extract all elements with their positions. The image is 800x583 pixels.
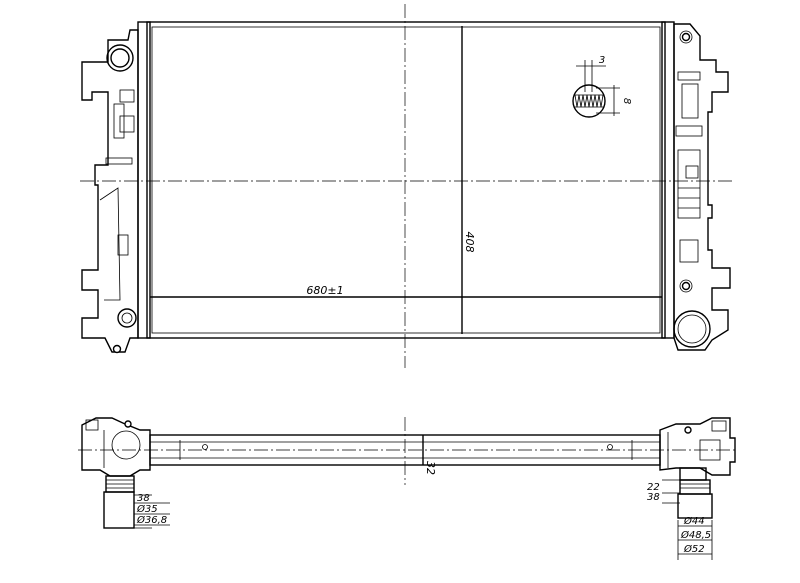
left-outlet-pipe: 38 Ø35 Ø36,8 [103, 475, 170, 529]
fin-height-label: 8 [621, 98, 632, 104]
side-view: 32 38 Ø35 Ø36,8 [78, 417, 736, 560]
fin-pitch-label: 3 [599, 55, 605, 66]
core-inner-border [151, 26, 661, 334]
width-dimension-label: 680±1 [306, 284, 343, 297]
right-pipe-outer-diameter-label: Ø52 [683, 543, 705, 555]
right-pipe-length-label: 38 [647, 492, 660, 503]
right-pipe-mid-diameter-label: Ø48,5 [680, 529, 711, 541]
right-pipe-inner-diameter-label: Ø44 [683, 515, 705, 527]
left-pipe-length-label: 38 [137, 493, 150, 504]
thickness-dimension-label: 32 [424, 461, 437, 475]
radiator-core [146, 21, 666, 339]
left-pipe-inner-diameter-label: Ø35 [136, 503, 158, 515]
height-dimension-label: 408 [463, 232, 476, 253]
fin-detail: 3 8 [572, 55, 632, 118]
right-tank [661, 21, 731, 351]
left-tank [81, 21, 151, 354]
right-outlet-pipe: 22 38 Ø44 Ø48,5 Ø52 [647, 467, 713, 560]
left-tank-side [81, 417, 151, 477]
right-tank-side [659, 417, 736, 476]
left-pipe-outer-diameter-label: Ø36,8 [136, 514, 167, 526]
front-view: 680±1 408 3 8 [80, 4, 735, 368]
right-pipe-offset-label: 22 [647, 482, 660, 493]
